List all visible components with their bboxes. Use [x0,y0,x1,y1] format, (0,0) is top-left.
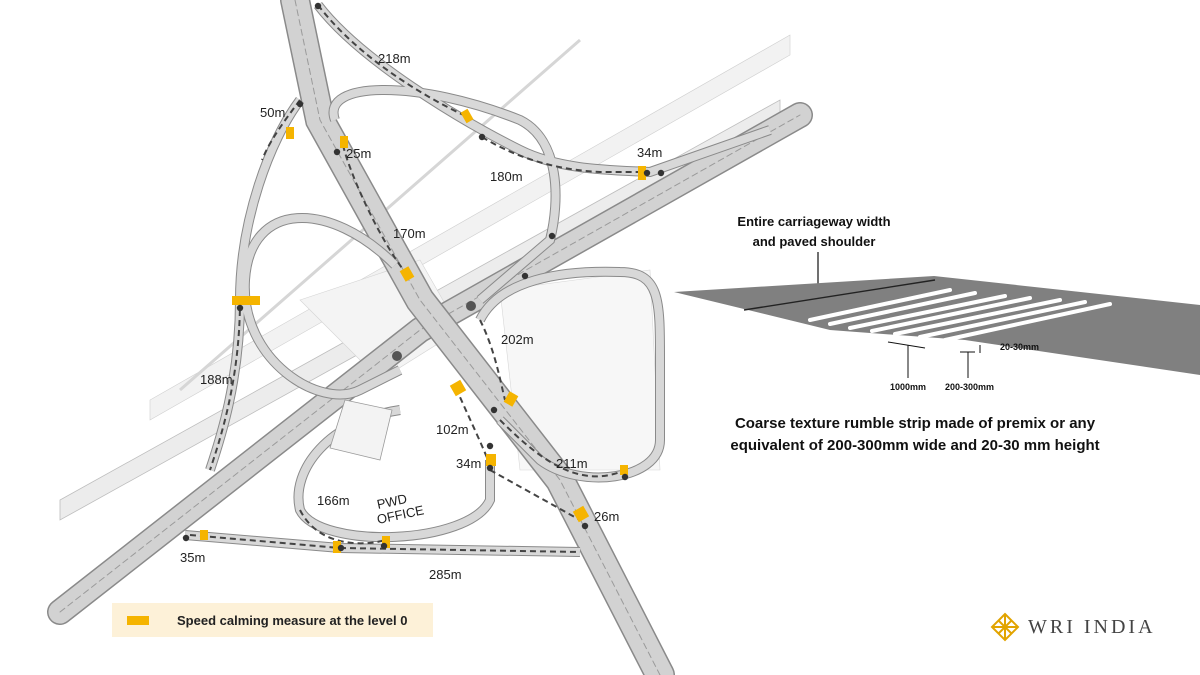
endpoint-dot [486,442,494,450]
rumble-stripes [808,288,1112,342]
distance-label: 211m [556,456,588,471]
brand: WRI INDIA [990,612,1156,642]
distance-label: 202m [501,332,534,347]
measurement-endpoints [182,2,665,552]
endpoint-dot [548,232,556,240]
calming-marker [399,266,415,282]
endpoint-dot [657,169,665,177]
endpoint-dot [581,522,589,530]
calming-marker [638,166,646,180]
caption-line: equivalent of 200-300mm wide and 20-30 m… [730,437,1100,454]
yellow-bar-icon [127,615,149,625]
distance-label: 166m [317,493,350,508]
endpoint-dot [486,464,494,472]
calming-marker [449,379,467,397]
dim-height-label: 20-30mm [1000,342,1039,352]
strip-title-line1: Entire carriageway width [737,214,890,229]
distance-label: 34m [637,145,662,160]
brand-name: WRI INDIA [1028,615,1156,638]
calming-marker [333,541,341,553]
calming-marker [486,454,496,466]
distance-label: 188m [200,372,233,387]
rumble-strip-caption: Coarse texture rumble strip made of prem… [700,413,1130,457]
endpoint-dot [337,544,345,552]
calming-marker [286,127,294,139]
calming-marker [200,530,208,540]
endpoint-dot [182,534,190,542]
endpoint-dot [392,351,402,361]
endpoint-dot [333,148,341,156]
legend-label: Speed calming measure at the level 0 [177,612,408,628]
distance-label: 34m [456,456,481,471]
distance-label: 25m [346,146,371,161]
calming-marker [503,391,519,407]
distance-label: 26m [594,509,619,524]
endpoint-dot [466,301,476,311]
calming-marker [460,108,474,124]
strip-title-line2: and paved shoulder [753,234,876,249]
endpoint-dot [314,2,322,10]
endpoint-dot [643,169,651,177]
speed-calming-markers [200,108,646,553]
calming-marker [232,296,260,305]
endpoint-dot [490,406,498,414]
pwd-office-label-line1: PWD [376,491,409,512]
dim-width-label: 200-300mm [945,382,994,392]
legend: Speed calming measure at the level 0 [112,603,433,637]
endpoint-dot [521,272,529,280]
calming-marker [382,536,390,548]
endpoint-dot [296,100,304,108]
measured-lanes [189,4,645,553]
rumble-strip-diagram: Entire carriageway width and paved shoul… [674,214,1200,392]
distance-label: 50m [260,105,285,120]
caption-line: Coarse texture rumble strip made of prem… [734,415,1096,432]
distance-label: 170m [393,226,426,241]
main-roads [47,0,813,675]
wri-lattice-logo-icon [990,612,1020,642]
calming-marker [572,505,590,523]
endpoint-dot [236,304,244,312]
dim-spacing-label: 1000mm [890,382,926,392]
distance-labels: 218m 50m 25m 34m 180m 170m 202m 188m 102… [180,51,662,582]
distance-label: 35m [180,550,205,565]
distance-label: 102m [436,422,469,437]
endpoint-dot [621,473,629,481]
calming-marker [340,136,348,148]
endpoint-dot [478,133,486,141]
distance-label: 218m [378,51,411,66]
distance-label: 285m [429,567,462,582]
distance-label: 180m [490,169,523,184]
endpoint-dot [380,542,388,550]
background-terrain [59,34,791,521]
calming-marker [620,465,628,475]
